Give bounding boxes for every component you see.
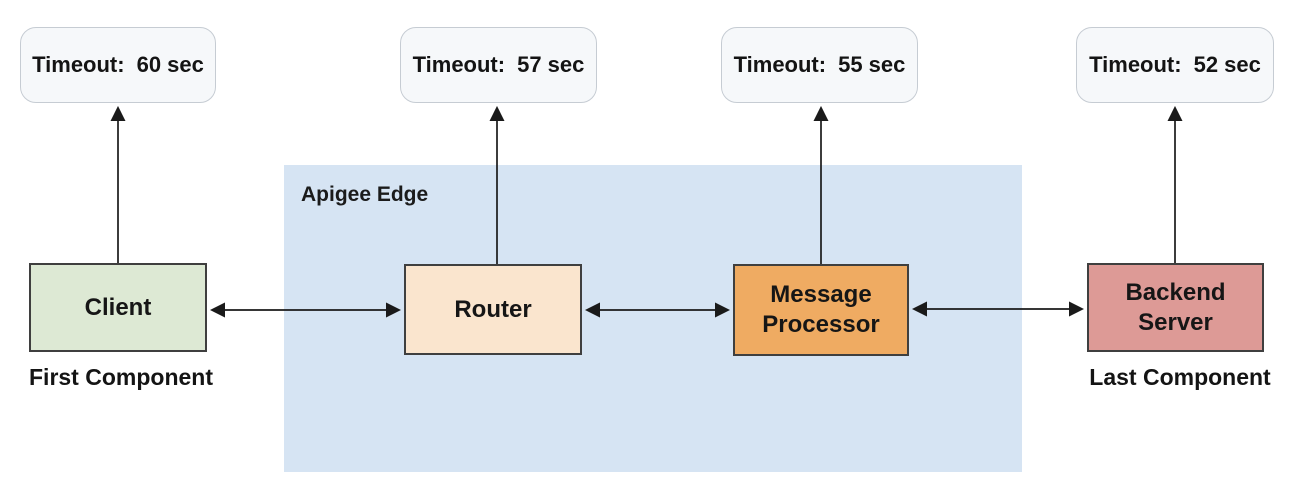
caption-last-component: Last Component bbox=[1089, 364, 1271, 390]
timeout-value: 52 sec bbox=[1193, 52, 1261, 77]
component-label: Client bbox=[84, 293, 152, 321]
component-box-backend-server: Backend Server bbox=[1087, 263, 1264, 352]
timeout-box-router: Timeout: 57 sec bbox=[400, 27, 597, 103]
timeout-value: 55 sec bbox=[838, 52, 906, 77]
component-box-client: Client bbox=[29, 263, 207, 352]
timeout-value: 60 sec bbox=[136, 52, 204, 77]
component-label: Message Processor bbox=[762, 281, 880, 338]
timeout-value: 57 sec bbox=[517, 52, 585, 77]
timeout-label: Timeout: bbox=[1089, 52, 1182, 77]
component-label: Backend Server bbox=[1125, 278, 1226, 336]
timeout-box-backend-server: Timeout: 52 sec bbox=[1076, 27, 1274, 103]
timeout-label: Timeout: bbox=[32, 52, 125, 77]
component-box-message-processor: Message Processor bbox=[733, 264, 909, 356]
timeout-box-client: Timeout: 60 sec bbox=[20, 27, 216, 103]
timeout-label: Timeout: bbox=[412, 52, 506, 77]
timeout-box-message-processor: Timeout: 55 sec bbox=[721, 27, 918, 103]
component-box-router: Router bbox=[404, 264, 582, 355]
apigee-edge-region: Apigee Edge bbox=[284, 165, 1022, 472]
caption-first-component: First Component bbox=[29, 364, 213, 390]
component-label: Router bbox=[454, 295, 532, 323]
apigee-edge-label: Apigee Edge bbox=[301, 183, 429, 206]
timeout-label: Timeout: bbox=[733, 52, 827, 77]
